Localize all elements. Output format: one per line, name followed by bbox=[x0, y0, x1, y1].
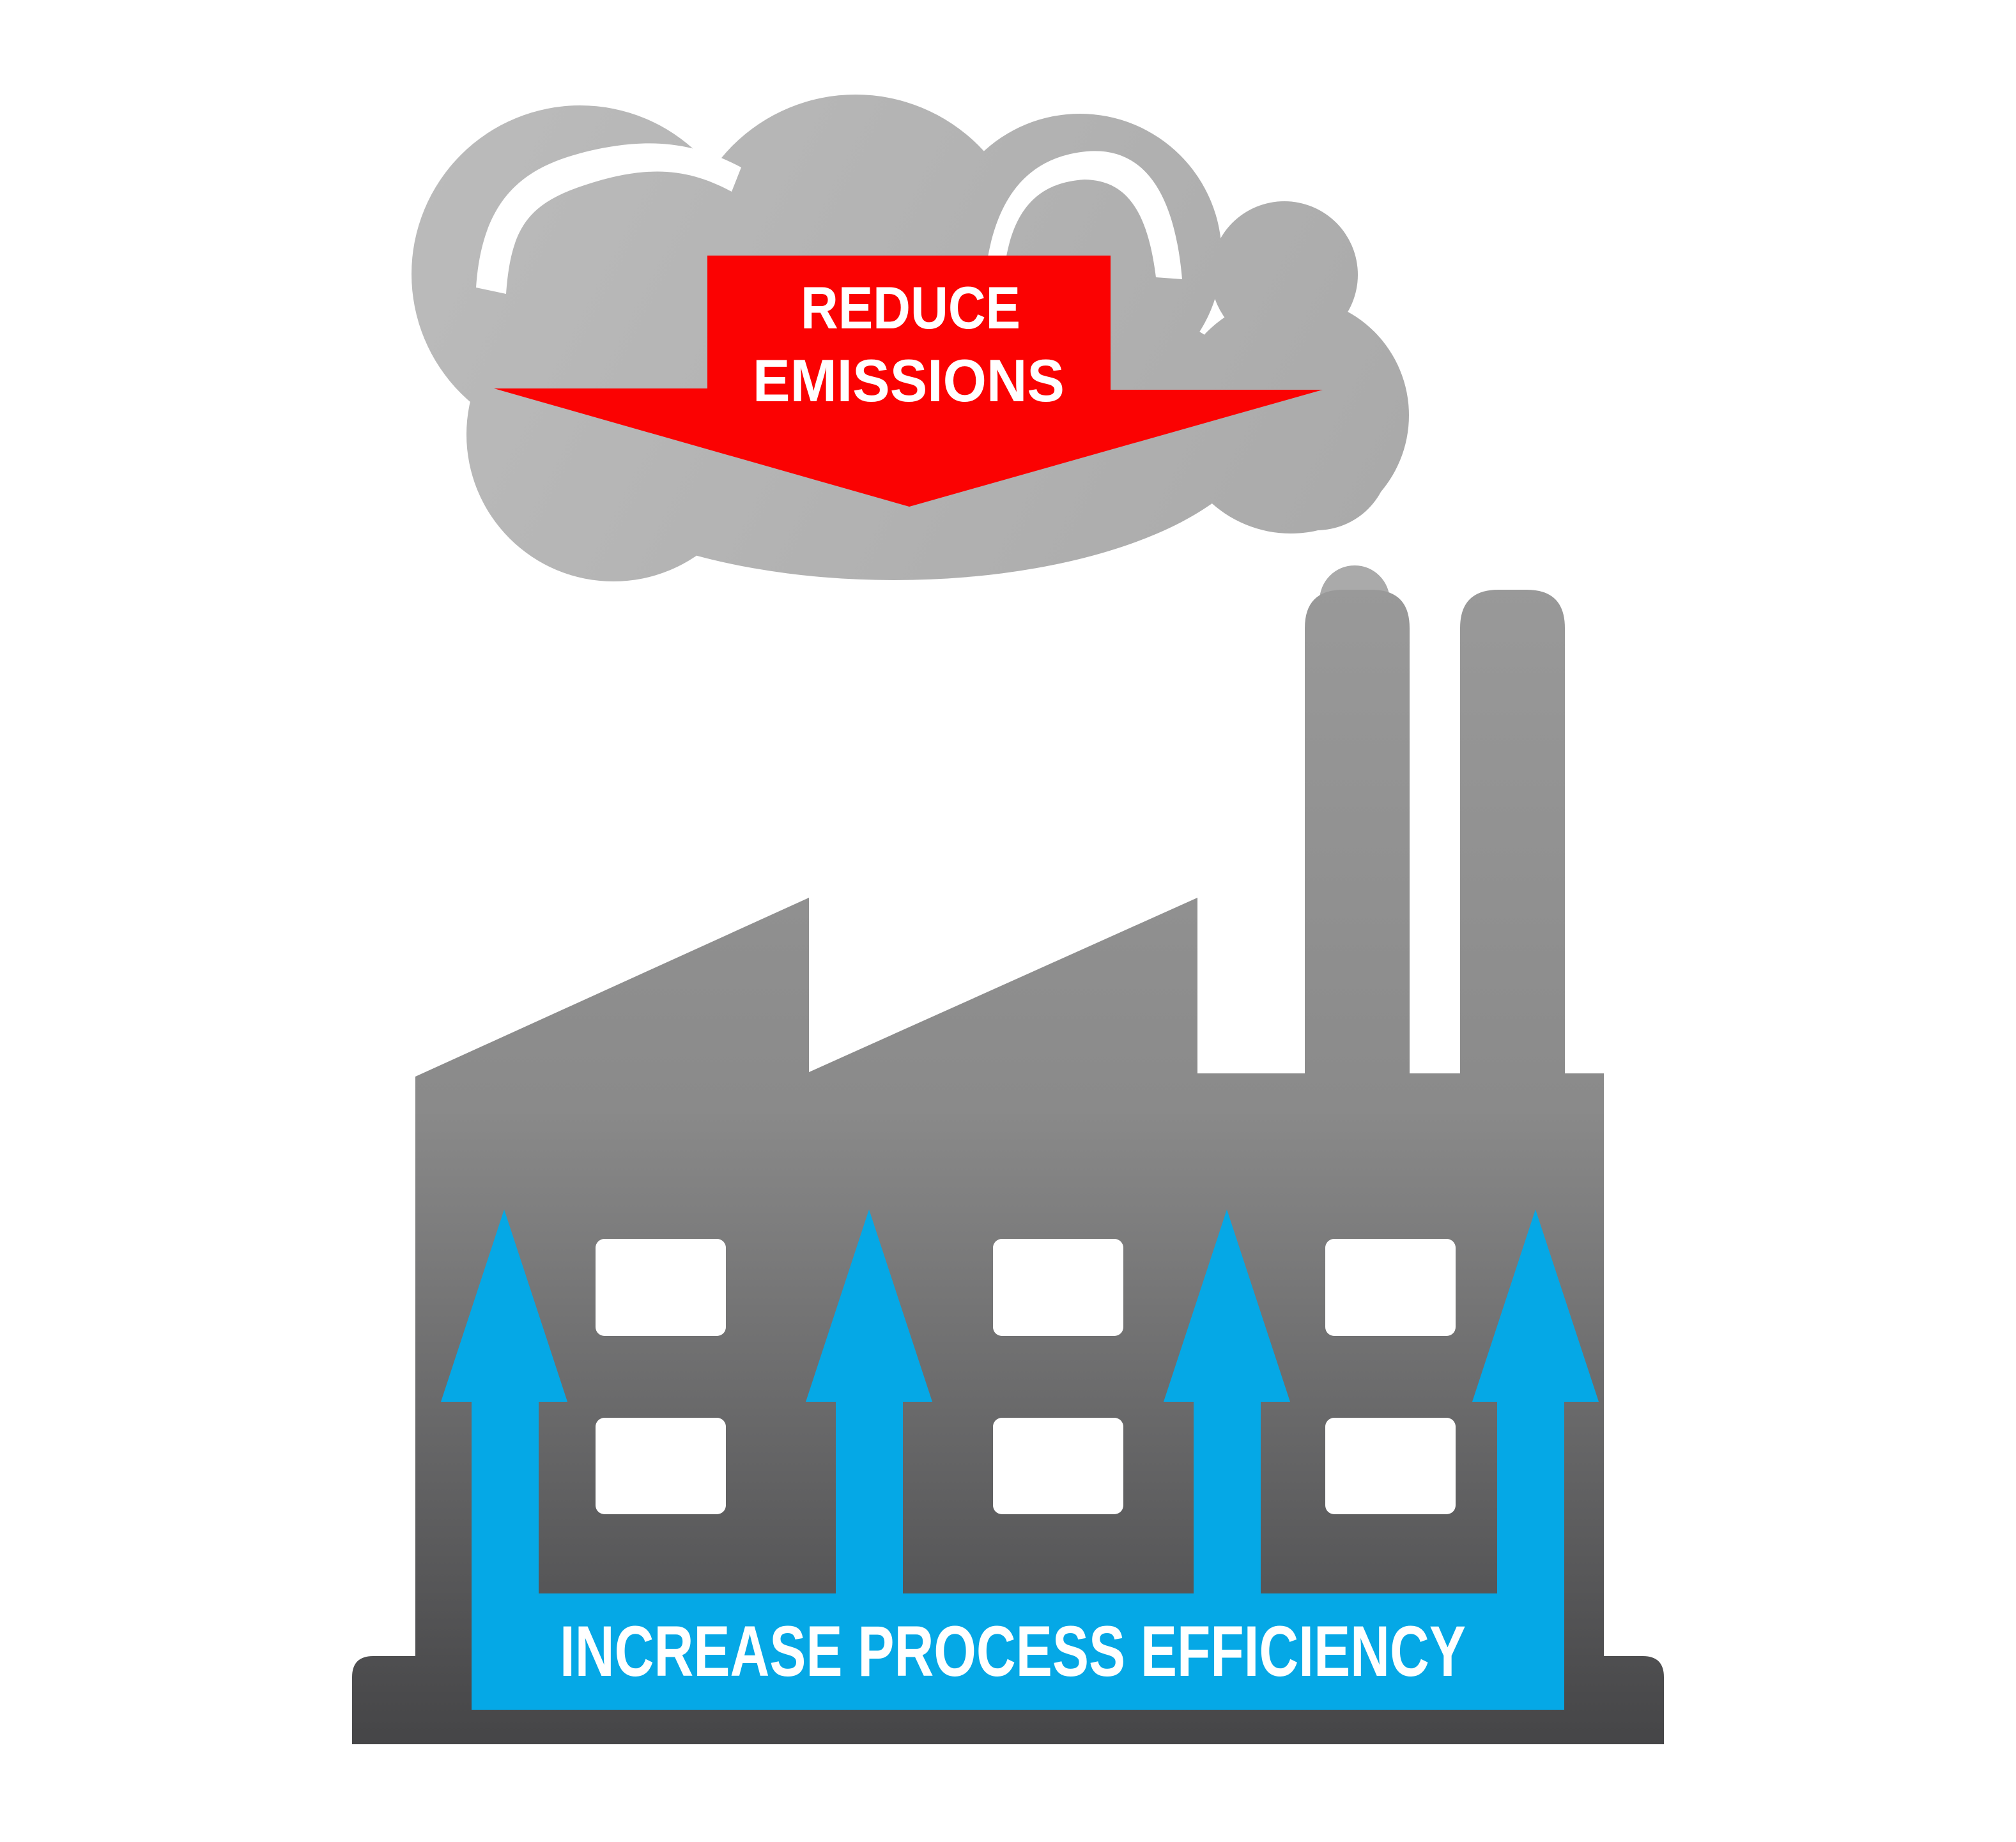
factory-window bbox=[596, 1418, 726, 1514]
up-arrows-band-icon bbox=[441, 1209, 1599, 1710]
increase-efficiency-label: INCREASE PROCESS EFFICIENCY bbox=[560, 1611, 1466, 1691]
factory-window bbox=[1325, 1418, 1456, 1514]
factory-windows bbox=[596, 1239, 1456, 1514]
cloud-lobe bbox=[1243, 383, 1390, 530]
down-arrow-icon bbox=[494, 256, 1323, 507]
cloud-highlight-right bbox=[984, 151, 1182, 289]
factory-silhouette bbox=[352, 590, 1664, 1744]
factory-window bbox=[596, 1239, 726, 1336]
factory-building-icon bbox=[352, 590, 1664, 1744]
emissions-label: EMISSIONS bbox=[753, 347, 1065, 414]
factory-window bbox=[993, 1418, 1123, 1514]
factory-window bbox=[1325, 1239, 1456, 1336]
factory-window bbox=[993, 1239, 1123, 1336]
reduce-label: REDUCE bbox=[801, 274, 1020, 341]
increase-efficiency-arrows: INCREASE PROCESS EFFICIENCY bbox=[441, 1209, 1599, 1710]
cloud-highlight-left bbox=[476, 143, 741, 294]
reduce-emissions-arrow: REDUCE EMISSIONS bbox=[494, 256, 1323, 507]
